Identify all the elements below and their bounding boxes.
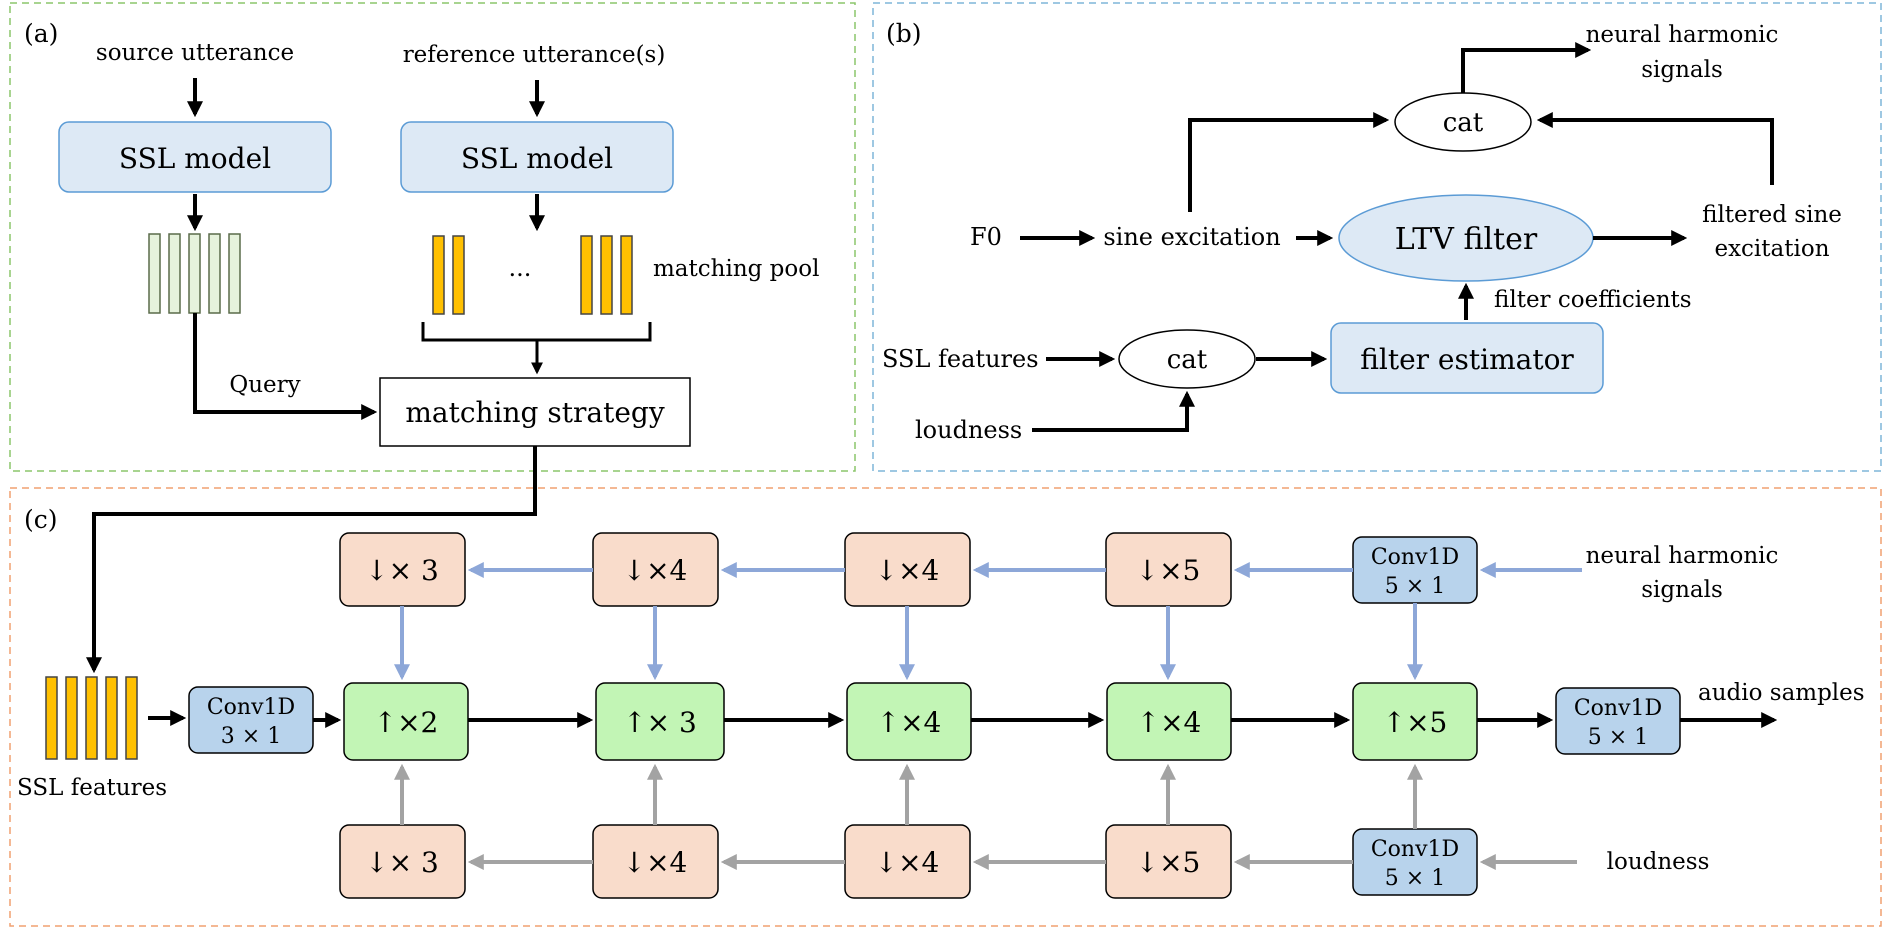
filter-estimator-label: filter estimator xyxy=(1360,343,1574,376)
upsample-label: ↑×5 xyxy=(1383,706,1448,739)
matching-pool-bracket xyxy=(421,322,652,342)
downsample-label: ↓× 3 xyxy=(365,846,439,879)
downsample-label: ↓×4 xyxy=(875,554,940,587)
matching-pool-label: matching pool xyxy=(653,256,819,282)
ssl-model-left-box xyxy=(58,121,332,193)
ssl-features-b-label: SSL features xyxy=(882,345,1039,373)
f0-label: F0 xyxy=(970,223,1002,251)
arrow-loudness-to-cat xyxy=(1032,390,1195,432)
audio-samples-label: audio samples xyxy=(1698,680,1865,706)
arrow-filtered-to-cat xyxy=(1536,112,1774,185)
matching-pool-frames xyxy=(432,235,633,315)
ssl-model-left-label: SSL model xyxy=(119,142,271,175)
loudness-downsample-chain: ↓× 3 ↓×4 ↓×4 ↓×5 xyxy=(339,824,1232,899)
panel-c-frame xyxy=(9,487,1882,927)
downsample-label: ↓×5 xyxy=(1136,846,1201,879)
downsample-label: ↓×4 xyxy=(623,846,688,879)
matching-strategy-label: matching strategy xyxy=(405,396,664,429)
filter-estimator-box xyxy=(1330,322,1604,394)
neural-harmonic-label-line2: signals xyxy=(1641,57,1723,83)
loudness-path-arrows xyxy=(394,763,1577,870)
neural-harmonic-label-line1: neural harmonic xyxy=(1586,22,1779,48)
upsample-label: ↑×4 xyxy=(1137,706,1202,739)
cat-top-label: cat xyxy=(1443,108,1484,138)
source-feature-frames xyxy=(148,233,241,314)
source-utterance-label: source utterance xyxy=(96,40,294,66)
conv-in-label-line2: 3 × 1 xyxy=(221,724,281,749)
conv-loudness-label-line1: Conv1D xyxy=(1371,837,1459,862)
filtered-sine-label-line2: excitation xyxy=(1714,236,1829,262)
upsample-label: ↑×2 xyxy=(374,706,439,739)
downsample-label: ↓×4 xyxy=(623,554,688,587)
neural-harmonic-c-label-line2: signals xyxy=(1641,577,1723,603)
panel-a-label: (a) xyxy=(24,19,58,48)
downsample-label: ↓×5 xyxy=(1136,554,1201,587)
arrow-sine-to-cat xyxy=(1188,112,1390,212)
upsample-label: ↑× 3 xyxy=(623,706,697,739)
panel-b-frame xyxy=(872,2,1882,472)
harmonic-downsample-chain: ↓× 3 ↓×4 ↓×4 ↓×5 xyxy=(339,532,1232,607)
downsample-label: ↓×4 xyxy=(875,846,940,879)
filtered-sine-label-line1: filtered sine xyxy=(1702,202,1842,228)
upsample-label: ↑×4 xyxy=(877,706,942,739)
conv-in-label-line1: Conv1D xyxy=(207,695,295,720)
conv-loudness-label-line2: 5 × 1 xyxy=(1385,866,1445,891)
arrow-matched-features-to-decoder xyxy=(86,446,537,674)
downsample-label: ↓× 3 xyxy=(365,554,439,587)
conv-out-label-line1: Conv1D xyxy=(1574,696,1662,721)
query-label: Query xyxy=(229,372,300,398)
conv-out-label-line2: 5 × 1 xyxy=(1588,725,1648,750)
cat-bottom-node xyxy=(1118,329,1256,389)
sine-excitation-label: sine excitation xyxy=(1103,223,1280,251)
panel-a-frame xyxy=(9,2,856,472)
reference-utterances-label: reference utterance(s) xyxy=(403,42,666,68)
ellipsis: ... xyxy=(509,254,532,282)
cat-top-node xyxy=(1394,92,1532,152)
ltv-filter-label: LTV filter xyxy=(1395,222,1538,257)
loudness-c-label: loudness xyxy=(1607,849,1710,875)
arrow-query-path xyxy=(193,313,378,420)
ssl-model-right-label: SSL model xyxy=(461,142,613,175)
upsample-chain: ↑×2 ↑× 3 ↑×4 ↑×4 ↑×5 xyxy=(343,682,1478,761)
neural-harmonic-c-label-line1: neural harmonic xyxy=(1586,543,1779,569)
cat-bottom-label: cat xyxy=(1167,345,1208,375)
panel-c-label: (c) xyxy=(24,505,58,534)
harmonic-path-arrows xyxy=(394,562,1582,681)
conv-harmonic-label-line1: Conv1D xyxy=(1371,545,1459,570)
matching-strategy-box xyxy=(379,377,691,447)
filter-coefficients-label: filter coefficients xyxy=(1494,287,1692,313)
arrow-cat-to-neural-harmonic xyxy=(1461,42,1592,100)
loudness-b-label: loudness xyxy=(915,416,1022,444)
ssl-model-right-box xyxy=(400,121,674,193)
conv-harmonic-label-line2: 5 × 1 xyxy=(1385,574,1445,599)
ssl-features-c-label: SSL features xyxy=(17,775,167,801)
panel-b-label: (b) xyxy=(886,19,922,48)
ssl-feature-frames xyxy=(45,676,138,760)
